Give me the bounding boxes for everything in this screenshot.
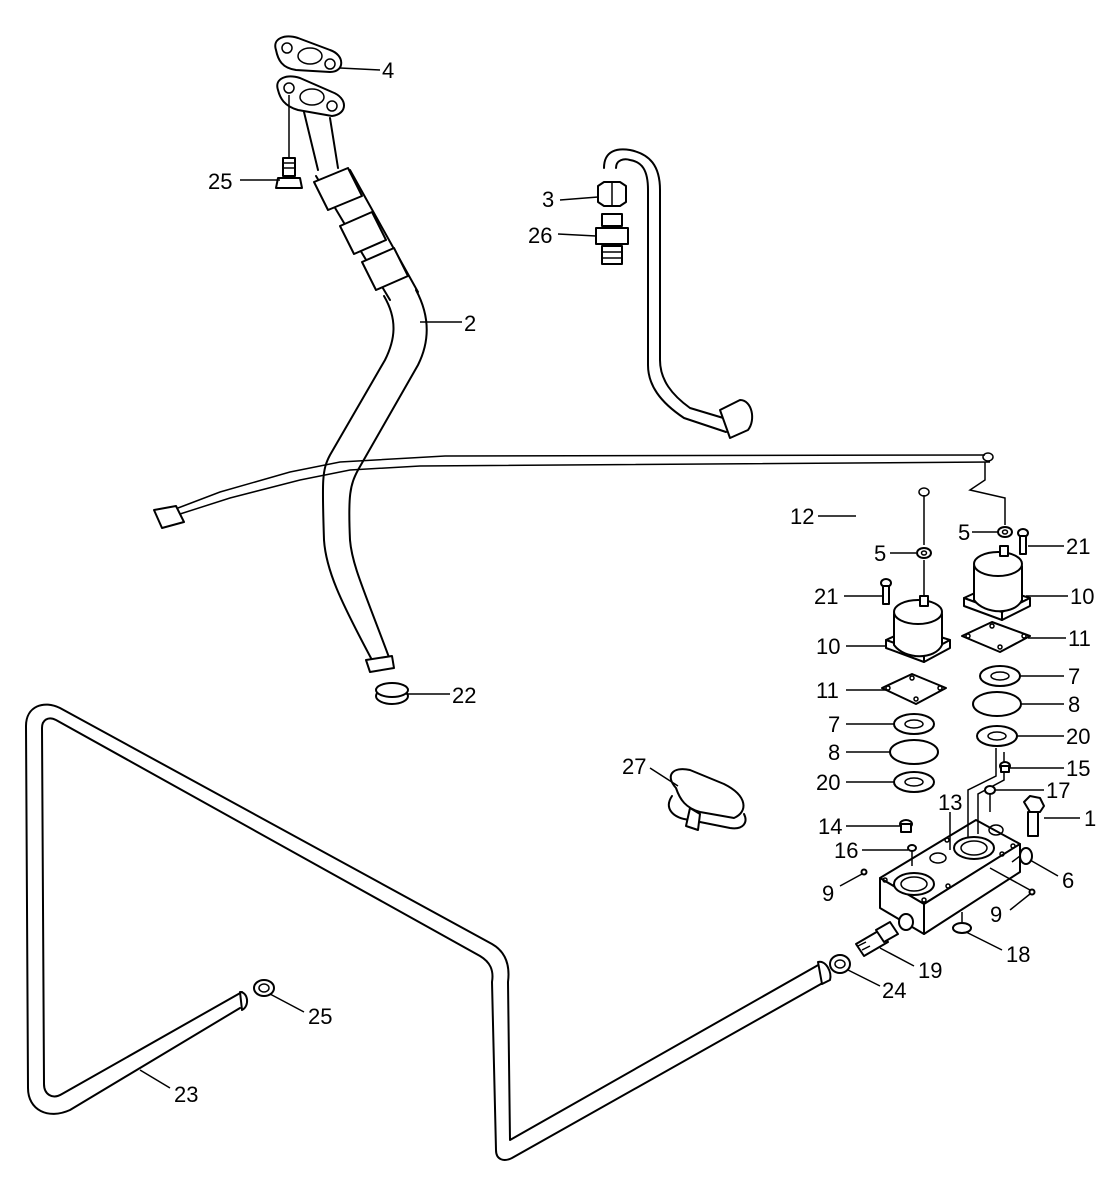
washer-part-7-right	[979, 665, 1021, 687]
callout-5-right: 5	[958, 520, 970, 545]
callout-9-left: 9	[822, 881, 834, 906]
solenoid-part-10-right	[963, 545, 1031, 621]
o-ring-part-8-right	[972, 691, 1022, 717]
callout-9-right: 9	[990, 902, 1002, 927]
solenoid-part-10-left	[885, 595, 951, 663]
washer-part-5-right	[997, 526, 1013, 538]
callout-11-left: 11	[816, 678, 839, 703]
hose-part-23	[25, 703, 832, 1161]
callout-27: 27	[622, 754, 646, 779]
callout-labels: 4 2 3 26 25 22 12 5 5 21 21 10 10 11 11 …	[174, 58, 1096, 1107]
gasket-plate-part-11-right	[961, 621, 1031, 653]
plug-part-18	[952, 912, 972, 934]
sleeve-part-22	[375, 682, 409, 705]
callout-12: 12	[790, 504, 814, 529]
seal-part-20-right	[976, 725, 1018, 747]
callout-24: 25	[208, 169, 232, 194]
bolt-part-1	[1023, 795, 1045, 837]
callout-8-right: 8	[1068, 692, 1080, 717]
callout-25-left: 25	[308, 1004, 332, 1029]
washer-part-7-left	[893, 713, 935, 735]
callout-8-left: 8	[828, 740, 840, 765]
callout-7-left: 7	[828, 712, 840, 737]
screw-part-16	[907, 844, 917, 866]
callout-1: 1	[1084, 806, 1096, 831]
callout-11-right: 11	[1068, 626, 1091, 651]
gasket-part-4	[274, 35, 343, 73]
plug-part-15	[999, 761, 1011, 773]
callout-17: 17	[1046, 778, 1070, 803]
callout-10-right: 10	[1070, 584, 1094, 609]
callout-2: 2	[464, 311, 476, 336]
leader-lines	[139, 67, 1080, 1089]
clamp-part-27	[667, 768, 747, 831]
callout-14: 14	[818, 814, 842, 839]
callout-7-right: 7	[1068, 664, 1080, 689]
plug-part-6	[1011, 847, 1033, 865]
callout-6: 6	[1062, 868, 1074, 893]
union-part-26	[595, 213, 629, 265]
plug-part-14	[899, 819, 913, 833]
fuel-pipe	[603, 148, 754, 439]
pin-part-9-left	[860, 868, 868, 876]
nipple-part-19	[855, 921, 899, 957]
callout-20-left: 20	[816, 770, 840, 795]
nut-part-3	[597, 181, 627, 207]
callout-16: 16	[834, 838, 858, 863]
callout-10-left: 10	[816, 634, 840, 659]
gasket-plate-part-11-left	[881, 673, 947, 705]
callout-19: 19	[918, 958, 942, 983]
hose-clamp-part-25-left	[253, 979, 275, 997]
callout-22: 22	[452, 683, 476, 708]
bolt-part-21-left	[880, 578, 892, 605]
hose-clamp-part-25-right	[829, 954, 851, 974]
callout-3: 3	[542, 187, 554, 212]
bolt-part-21-right	[1017, 528, 1029, 555]
screw-part-17	[984, 785, 996, 812]
callout-5-left: 5	[874, 541, 886, 566]
pin-part-9-right	[989, 867, 1036, 896]
callout-18: 18	[1006, 942, 1030, 967]
callout-21-right: 21	[1066, 534, 1090, 559]
callout-4: 4	[382, 58, 394, 83]
callout-13: 13	[938, 790, 962, 815]
oil-pipe-part-2	[276, 75, 428, 673]
callout-23: 23	[174, 1082, 198, 1107]
callout-26: 26	[528, 223, 552, 248]
bolt-part-24	[275, 95, 303, 189]
callout-20-right: 20	[1066, 724, 1090, 749]
washer-part-5-left	[916, 547, 932, 559]
callout-21-left: 21	[814, 584, 838, 609]
seal-part-20-left	[893, 771, 935, 793]
callout-15: 15	[1066, 756, 1090, 781]
valve-body-part-13	[879, 748, 1021, 935]
o-ring-part-8-left	[889, 739, 939, 765]
wire-harness-part-12	[153, 452, 1006, 598]
callout-25-right: 24	[882, 978, 906, 1003]
